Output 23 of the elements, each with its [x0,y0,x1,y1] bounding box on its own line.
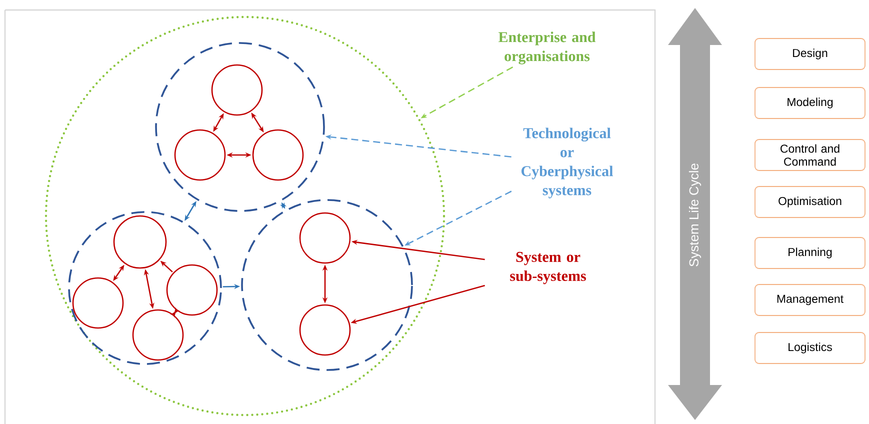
system-circle [132,309,184,361]
system-circle [166,264,218,316]
system-group-circle [68,211,222,365]
system-circle [174,129,226,181]
phase-box: Control and Command [754,139,866,171]
system-circle [211,64,263,116]
system-circle [299,304,351,356]
phase-box: Optimisation [754,186,866,218]
phase-box: Management [754,284,866,316]
system-group-circle [155,42,325,212]
phase-box: Modeling [754,87,866,119]
enterprise-circle [44,16,446,416]
phase-box: Design [754,38,866,70]
phase-box: Planning [754,237,866,269]
system-circle [252,129,304,181]
system-group-circle [241,199,413,371]
callout-text: Enterprise and organisations [498,32,596,64]
system-circle [113,215,167,269]
system-circle [299,212,351,264]
callout-text: Technological or Cyberphysical systems [522,128,613,198]
phase-box: Logistics [754,332,866,364]
system-circle [72,277,124,329]
callout-text: System or sub-systems [510,252,586,284]
